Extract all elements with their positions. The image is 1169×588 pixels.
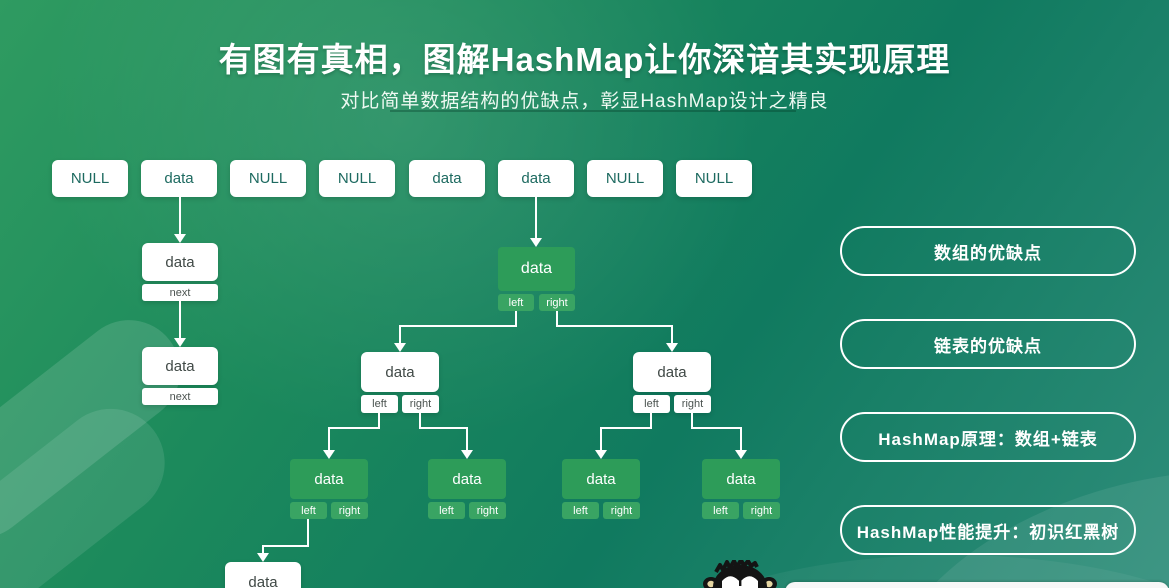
tree-tail-data: data: [225, 562, 301, 588]
tree-node-right: right: [603, 502, 640, 519]
tree-node-data: data: [562, 459, 640, 499]
connector-line: [691, 427, 742, 429]
arrow-down-icon: [174, 338, 186, 347]
array-cell-6: NULL: [587, 160, 663, 197]
connector-line: [419, 413, 421, 427]
connector-line: [650, 413, 652, 427]
connector-line: [179, 301, 181, 339]
connector-line: [466, 427, 468, 450]
tree-root-right: right: [539, 294, 575, 311]
arrow-down-icon: [461, 450, 473, 459]
connector-line: [419, 427, 468, 429]
array-cell-3: NULL: [319, 160, 395, 197]
page-subtitle: 对比简单数据结构的优缺点，彰显HashMap设计之精良: [340, 91, 829, 112]
tree-node-data: data: [633, 352, 711, 392]
array-cell-0: NULL: [52, 160, 128, 197]
connector-line: [556, 311, 558, 326]
tree-node-right: right: [331, 502, 368, 519]
connector-line: [307, 519, 309, 545]
tree-node-right: right: [674, 395, 711, 413]
tree-node-data: data: [702, 459, 780, 499]
tree-root-data: data: [498, 247, 575, 291]
connector-line: [600, 427, 652, 429]
tree-node-data: data: [428, 459, 506, 499]
tree-root-left: left: [498, 294, 534, 311]
connector-line: [556, 325, 673, 327]
arrow-down-icon: [666, 343, 678, 352]
connector-line: [179, 197, 181, 235]
array-cell-4: data: [409, 160, 485, 197]
arrow-down-icon: [735, 450, 747, 459]
arrow-down-icon: [257, 553, 269, 562]
connector-line: [399, 325, 517, 327]
tree-node-left: left: [633, 395, 670, 413]
connector-line: [740, 427, 742, 450]
connector-line: [328, 427, 330, 450]
arrow-down-icon: [323, 450, 335, 459]
connector-line: [262, 545, 309, 547]
menu-button-linked-list[interactable]: 链表的优缺点: [840, 319, 1136, 369]
subtitle-underline: [390, 110, 796, 112]
array-cell-5: data: [498, 160, 574, 197]
monkey-logo: [703, 560, 777, 588]
connector-line: [262, 545, 264, 555]
connector-line: [535, 197, 537, 238]
array-cell-7: NULL: [676, 160, 752, 197]
bottom-banner: [785, 582, 1169, 588]
array-cell-1: data: [141, 160, 217, 197]
arrow-down-icon: [595, 450, 607, 459]
list-node-next: next: [142, 388, 218, 405]
tree-node-left: left: [562, 502, 599, 519]
connector-line: [691, 413, 693, 427]
list-node-next: next: [142, 284, 218, 301]
list-node-data: data: [142, 243, 218, 281]
background-capsule: [0, 387, 187, 588]
arrow-down-icon: [394, 343, 406, 352]
tree-node-right: right: [402, 395, 439, 413]
menu-button-hashmap-principle[interactable]: HashMap原理：数组+链表: [840, 412, 1136, 462]
arrow-down-icon: [174, 234, 186, 243]
array-cell-2: NULL: [230, 160, 306, 197]
tree-node-left: left: [290, 502, 327, 519]
menu-button-array[interactable]: 数组的优缺点: [840, 226, 1136, 276]
connector-line: [378, 413, 380, 427]
connector-line: [671, 325, 673, 343]
tree-node-left: left: [361, 395, 398, 413]
list-node-data: data: [142, 347, 218, 385]
tree-node-left: left: [428, 502, 465, 519]
background-capsule: [0, 299, 201, 559]
tree-node-right: right: [469, 502, 506, 519]
connector-line: [328, 427, 380, 429]
connector-line: [600, 427, 602, 450]
tree-node-left: left: [702, 502, 739, 519]
tree-node-data: data: [361, 352, 439, 392]
page-title: 有图有真相，图解HashMap让你深谙其实现原理: [218, 41, 951, 78]
tree-node-data: data: [290, 459, 368, 499]
menu-button-red-black-tree[interactable]: HashMap性能提升：初识红黑树: [840, 505, 1136, 555]
connector-line: [515, 311, 517, 326]
arrow-down-icon: [530, 238, 542, 247]
tree-node-right: right: [743, 502, 780, 519]
connector-line: [399, 325, 401, 343]
